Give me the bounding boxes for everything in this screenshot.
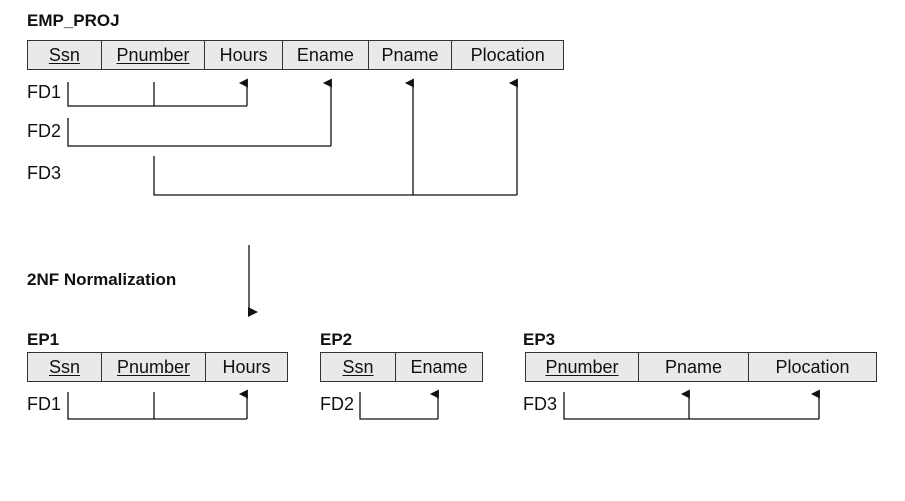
fd3-lines (153, 78, 518, 196)
ep2-relation: Ssn Ename (320, 352, 483, 382)
attr-pnumber: Pnumber (102, 41, 206, 69)
ep1-attr-hours: Hours (222, 356, 271, 377)
ep3-fd-lines (563, 389, 820, 420)
fd1-label: FD1 (27, 82, 62, 102)
ep3-relation: Pnumber Pname Plocation (525, 352, 877, 382)
ep3-attr-plocation: Plocation (775, 356, 850, 377)
ep2-fd-lines (359, 389, 439, 420)
ep3-attr-pnumber: Pnumber (526, 353, 639, 381)
attr-plocation: Plocation (470, 44, 545, 65)
ep1-attr-pnumber: Pnumber (102, 353, 206, 381)
ep3-title: EP3 (523, 330, 556, 349)
ep3-fd-label: FD3 (523, 394, 558, 414)
ep2-attr-ssn: Ssn (321, 353, 396, 381)
ep2-fd-label: FD2 (320, 394, 355, 414)
ep1-attr-ssn: Ssn (28, 353, 102, 381)
ep3-attr-pname: Pname (639, 353, 749, 381)
fd1-lines (67, 78, 248, 107)
attr-ssn: Ssn (28, 41, 102, 69)
emp-proj-title: EMP_PROJ (27, 11, 120, 30)
fd2-label: FD2 (27, 121, 62, 141)
emp-proj-relation: Ssn Pnumber Hours Ename Pname Plocation (27, 40, 564, 70)
ep1-fd-label: FD1 (27, 394, 62, 414)
ep1-fd-lines (67, 389, 248, 420)
attr-pname: Pname (369, 41, 453, 69)
fd3-label: FD3 (27, 163, 62, 183)
fd2-lines (67, 78, 332, 147)
ep1-relation: Ssn Pnumber Hours (27, 352, 288, 382)
attr-ename: Ename (283, 41, 369, 69)
ep2-title: EP2 (320, 330, 353, 349)
normalization-label: 2NF Normalization (27, 270, 177, 289)
ep2-attr-ename: Ename (410, 356, 468, 377)
attr-hours: Hours (205, 41, 284, 69)
ep1-title: EP1 (27, 330, 60, 349)
